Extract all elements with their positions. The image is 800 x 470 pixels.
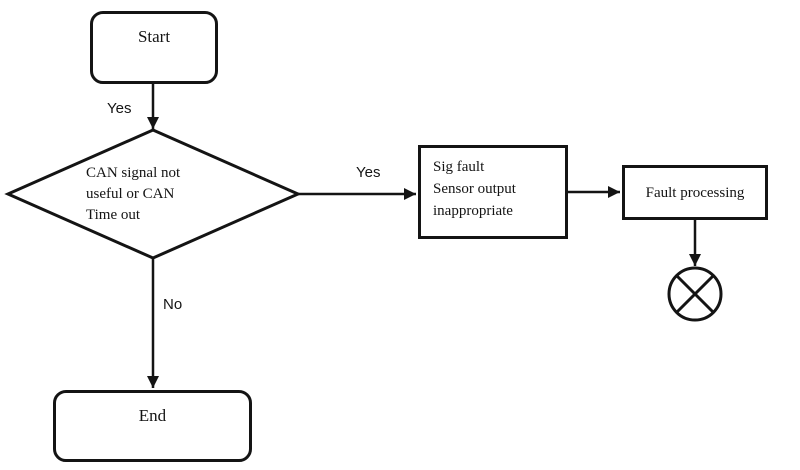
sig-fault-node-label: Sig fault Sensor output inappropriate [433, 159, 516, 219]
edge-label-yes-decision-sig-fault: Yes [356, 164, 381, 181]
fault-processing-node-label: Fault processing [645, 184, 745, 201]
end-node: End [53, 390, 252, 462]
crossed-circle-connector [667, 266, 723, 322]
start-node-label: Start [137, 27, 171, 46]
fault-processing-node: Fault processing [622, 165, 768, 220]
sig-fault-node: Sig fault Sensor output inappropriate [418, 145, 568, 239]
edge-label-yes-start-decision: Yes [107, 100, 132, 117]
decision-node-label: CAN signal not useful or CAN Time out [86, 165, 181, 223]
end-node-label: End [138, 406, 167, 425]
edge-label-no-decision-end: No [163, 296, 183, 313]
start-node: Start [90, 11, 218, 84]
